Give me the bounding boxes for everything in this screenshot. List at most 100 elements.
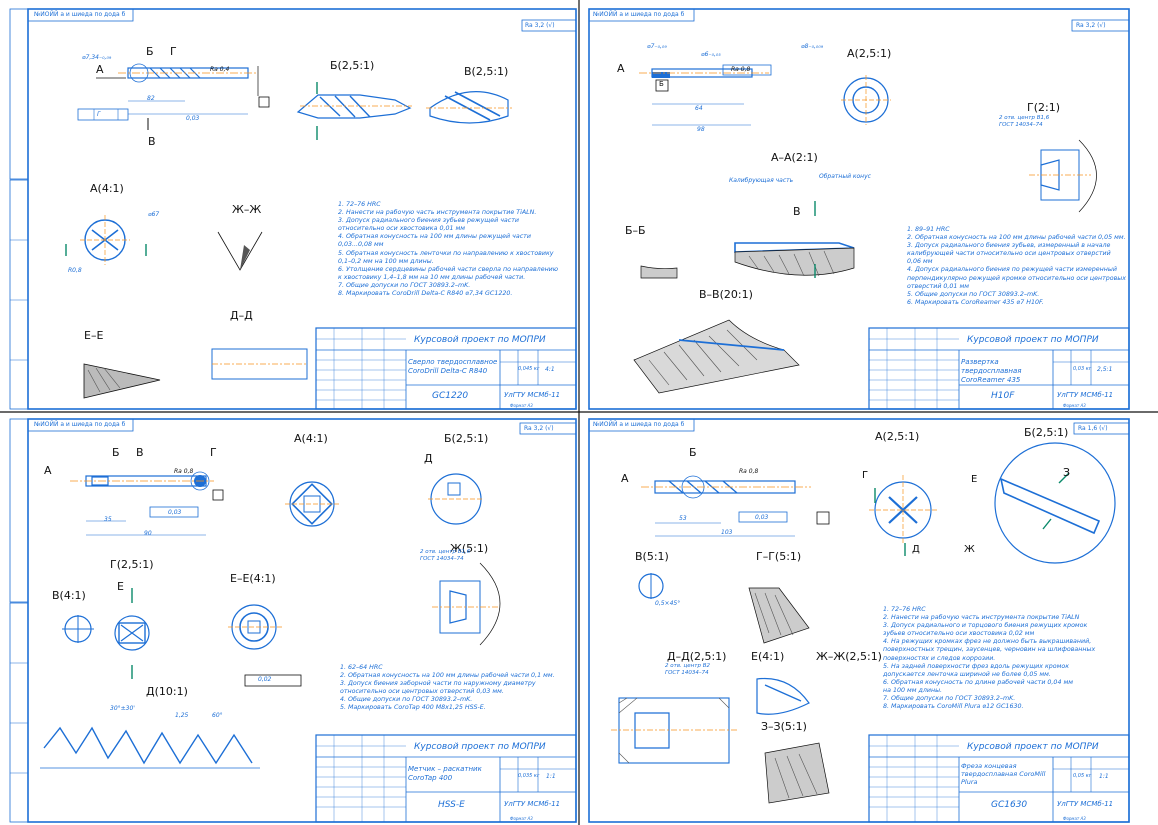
title-block-org: УлГТУ МСМб-11 [1057, 391, 1114, 399]
view-title-aa-section: A–A(2:1) [771, 151, 818, 164]
title-block-project: Курсовой проект по МОПРИ [414, 742, 546, 752]
title-block-format: Формат А3 [510, 403, 533, 408]
note-line: 6. Обратная конусность по длине рабочей … [883, 678, 1073, 686]
view-label-z: З [1063, 466, 1071, 479]
note-line: 5. Обратная конусность ленточки по напра… [338, 249, 554, 257]
dim-angle-67: ⌀67 [148, 211, 160, 218]
roughness-mark: Ra 3,2 (√) [524, 425, 554, 432]
dim-diameter-8: ⌀8₋₀,₀₀₉ [801, 43, 824, 50]
drawing-sheet-reamer: №ИОЙЙ а и шиеда по дода б Ra 3,2 (√) A Б… [579, 0, 1158, 412]
endmill-drawing-graphics [588, 418, 1130, 823]
note-line: допускается ленточка шириной не более 0,… [883, 670, 1051, 678]
note-line: 5. Маркировать CoroTap 400 M8x1,25 HSS-E… [340, 704, 486, 712]
note-line: 3. Допуск биения заборной части по наруж… [340, 680, 536, 688]
note-line: к хвостовику 1,4–1,8 мм на 10 мм длины р… [338, 273, 526, 281]
note-line: относительно оси хвостовика 0,01 мм [338, 225, 465, 233]
title-block-part-name: Развертка твердосплавная CoroReamer 435 [961, 358, 1022, 384]
dim-length-64: 64 [695, 105, 703, 112]
dim-radius: R0,8 [68, 267, 82, 274]
dim-runout: 0,03 [168, 509, 182, 516]
title-block-scale: 1:1 [546, 773, 556, 780]
roughness-mark: Ra 1,6 (√) [1078, 425, 1108, 432]
note-line: 5. На задней поверхности фрез вдоль режу… [883, 662, 1070, 670]
view-title-a-detail: A(4:1) [294, 432, 328, 445]
drawing-sheet-tap: №ИОЙЙ а и шиеда по дода б Ra 3,2 (√) A Б… [0, 413, 579, 825]
note-line: 6. Маркировать CoroReamer 435 ⌀7 H10F. [907, 298, 1044, 306]
note-line: 2. Обратная конусность на 100 мм длины р… [340, 672, 555, 680]
view-title-d-section: Д–Д [230, 309, 253, 322]
view-label-v: В [136, 446, 144, 459]
title-block-material: GC1220 [432, 391, 469, 401]
view-label-b: Б [689, 446, 697, 459]
title-block-material: GC1630 [991, 800, 1028, 810]
label-back-taper: Обратный конус [819, 173, 871, 180]
view-label-b: Б [146, 45, 154, 58]
technical-notes: 1. 89–91 HRC 2. Обратная конусность на 1… [907, 226, 1126, 307]
view-title-a-detail: A(2,5:1) [875, 430, 920, 443]
title-block-format: Формат А3 [1063, 403, 1086, 408]
view-title-dd-section: Д–Д(2,5:1) [667, 650, 727, 663]
note-line: 6. Утолщение сердцевины рабочей части св… [338, 265, 559, 273]
dim-runout: 0,03 [755, 514, 769, 521]
technical-notes: 1. 62–64 HRC 2. Обратная конусность на 1… [340, 664, 555, 713]
title-block-project: Курсовой проект по МОПРИ [967, 335, 1099, 345]
note-line: 3. Допуск радиального биения зубьев, изм… [907, 242, 1111, 250]
dim-center-holes: 2 отв. центр B2 [665, 663, 710, 669]
view-label-d: Д [912, 544, 920, 555]
dim-roughness: Ra 0,8 [731, 66, 751, 73]
technical-notes: 1. 72–76 HRC 2. Нанести на рабочую часть… [883, 606, 1095, 711]
sheet-stamp: №ИОЙЙ а и шиеда по дода б [34, 11, 126, 18]
note-line: перпендикулярно режущей кромке относител… [907, 274, 1127, 282]
view-title-b-detail: Б(2,5:1) [444, 432, 489, 445]
view-label-g: Г [862, 470, 869, 481]
title-block-material: HSS-E [438, 800, 465, 810]
title-block-mass: 0,03 кг [1073, 366, 1092, 372]
dim-angle-60: 60° [212, 712, 223, 719]
note-line: 3. Допуск радиального биения зубьев режу… [338, 217, 519, 225]
note-line: 5. Общие допуски по ГОСТ 30893.2–mK. [907, 290, 1040, 298]
title-block-mass: 0,05 кг [1073, 773, 1092, 779]
dim-length-53: 53 [679, 515, 687, 522]
title-block-org: УлГТУ МСМб-11 [504, 391, 561, 399]
sheet-stamp: №ИОЙЙ а и шиеда по дода б [593, 11, 685, 18]
dim-gost: ГОСТ 14034–74 [999, 122, 1043, 128]
note-line: поверхностях и следов коррозии. [883, 654, 996, 662]
view-label-e: Е [117, 580, 124, 593]
title-block-project: Курсовой проект по МОПРИ [414, 335, 546, 345]
note-line: 3. Допуск радиального и торцового биения… [883, 622, 1088, 630]
note-line: 2. Обратная конусность на 100 мм длины р… [907, 234, 1126, 242]
dim-roughness-04: Ra 0,4 [210, 66, 230, 73]
view-title-zz-section: З–З(5:1) [761, 720, 807, 733]
dim-length-82: 0,03 [186, 115, 200, 122]
view-title-a-detail: A(4:1) [90, 182, 124, 195]
note-line: отверстий 0,01 мм [907, 282, 969, 290]
view-title-b-detail: Б(2,5:1) [330, 59, 375, 72]
view-label-a: A [617, 62, 625, 75]
view-title-v-detail: В(2,5:1) [464, 65, 509, 78]
dim-chamfer: 0,5×45° [655, 600, 681, 607]
title-block-mass: 0,035 кг [518, 773, 540, 779]
view-title-d-thread: Д(10:1) [146, 685, 188, 698]
view-label-d: Д [424, 452, 433, 465]
note-line: 0,03...0,08 мм [338, 241, 384, 249]
note-line: 8. Маркировать CoroMill Plura ⌀12 GC1630… [883, 703, 1024, 711]
dim-length-90: 90 [144, 530, 152, 537]
drawing-sheet-endmill: №ИОЙЙ а и шиеда по дода б Ra 1,6 (√) A Б… [579, 413, 1158, 825]
title-block-format: Формат А3 [510, 816, 533, 821]
view-title-gg-section: Г–Г(5:1) [756, 550, 802, 563]
drill-drawing-graphics [9, 8, 577, 410]
note-line: 1. 72–76 HRC [883, 606, 926, 613]
view-label-zh: Ж [964, 544, 975, 555]
view-label-e: Е [971, 474, 978, 485]
dim-roughness: Ra 0,8 [739, 468, 759, 475]
technical-notes: 1. 72–76 HRC 2. Нанести на рабочую часть… [338, 201, 558, 298]
view-title-zhzh-section: Ж–Ж(2,5:1) [816, 650, 882, 663]
title-block-org: УлГТУ МСМб-11 [1057, 800, 1114, 808]
view-title-b-detail: Б(2,5:1) [1024, 426, 1069, 439]
dim-roughness: Ra 0,8 [174, 468, 194, 475]
dim-length-98: 98 [697, 126, 705, 133]
note-line: 1. 62–64 HRC [340, 664, 383, 671]
note-line: 4. Общие допуски по ГОСТ 30893.2–mK. [340, 696, 473, 704]
view-label-v: В [148, 135, 156, 148]
dim-gost: ГОСТ 14034–74 [665, 670, 709, 676]
